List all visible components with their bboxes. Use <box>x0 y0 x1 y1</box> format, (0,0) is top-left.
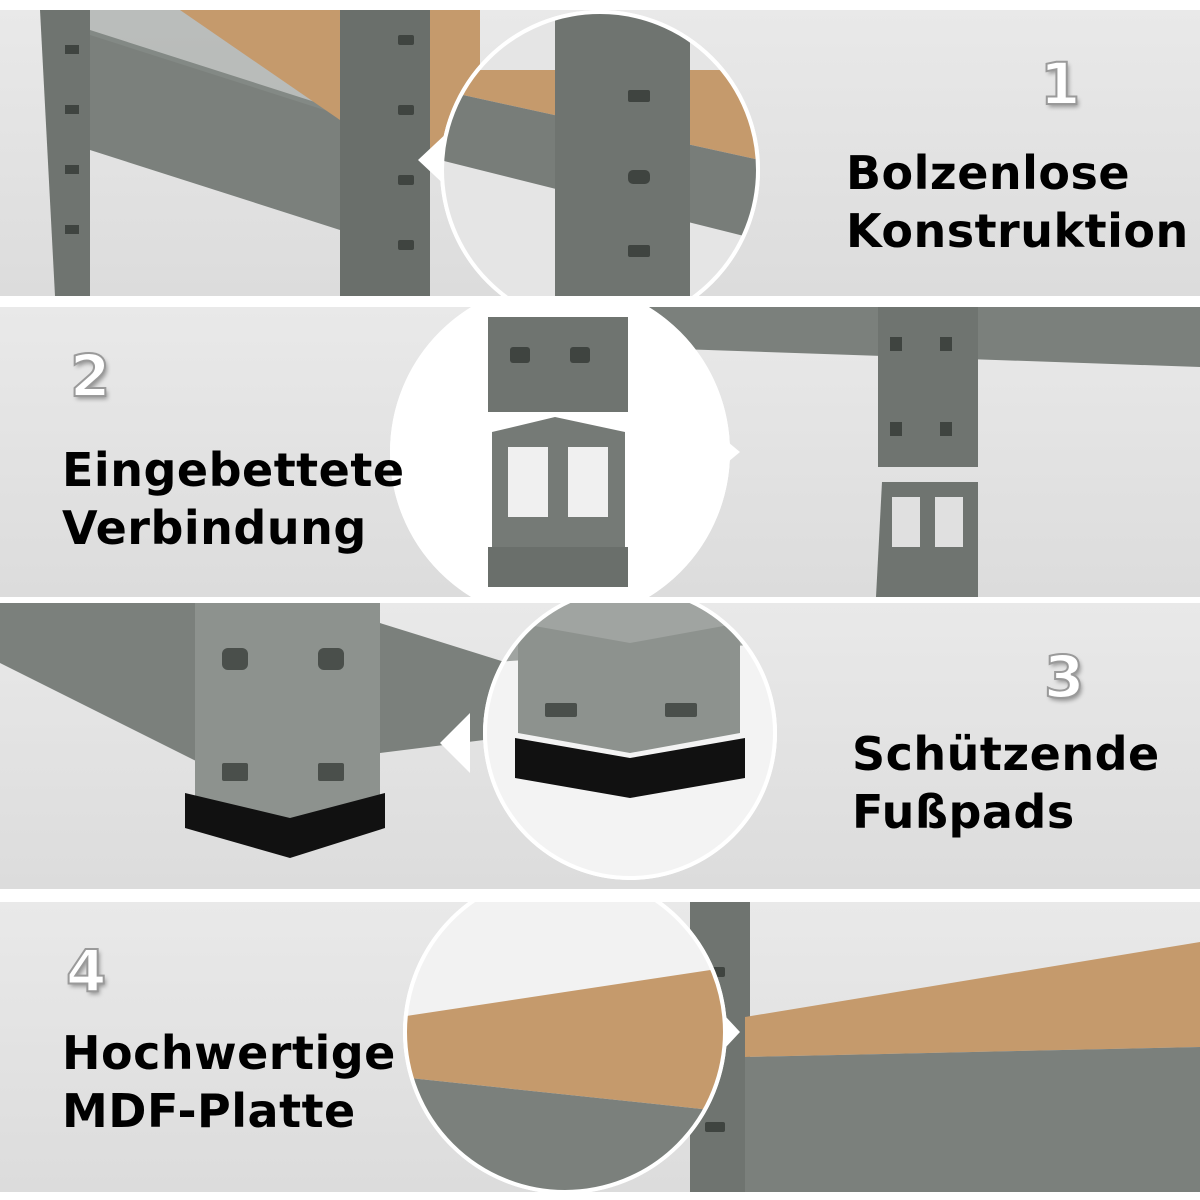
feature-number: 1 <box>1039 50 1081 118</box>
post-connector-photo <box>390 307 1200 597</box>
feature-label-line2: MDF-Platte <box>62 1084 356 1138</box>
feature-number: 3 <box>1043 643 1085 711</box>
feature-label: Bolzenlose Konstruktion <box>846 144 1189 260</box>
feature-label-line1: Hochwertige <box>62 1026 396 1080</box>
feature-number: 2 <box>69 342 111 410</box>
feature-panel-2: 2 Eingebettete Verbindung <box>0 307 1200 597</box>
feature-label-line2: Konstruktion <box>846 204 1189 258</box>
shelf-frame-photo <box>40 10 760 296</box>
feature-label-line2: Fußpads <box>852 785 1075 839</box>
feature-label-line1: Eingebettete <box>62 443 405 497</box>
feature-label: Hochwertige MDF-Platte <box>62 1024 396 1140</box>
feature-label-line2: Verbindung <box>62 501 367 555</box>
feature-panel-3: 3 Schützende Fußpads <box>0 603 1200 889</box>
feature-label: Eingebettete Verbindung <box>62 441 405 557</box>
feature-panel-4: 4 Hochwertige MDF-Platte <box>0 902 1200 1192</box>
feature-label-line1: Schützende <box>852 727 1160 781</box>
mdf-board-photo <box>403 902 1200 1192</box>
foot-pad-photo <box>0 603 777 880</box>
feature-label: Schützende Fußpads <box>852 725 1160 841</box>
feature-panel-1: 1 Bolzenlose Konstruktion <box>0 10 1200 296</box>
feature-label-line1: Bolzenlose <box>846 146 1131 200</box>
feature-number: 4 <box>65 937 107 1005</box>
